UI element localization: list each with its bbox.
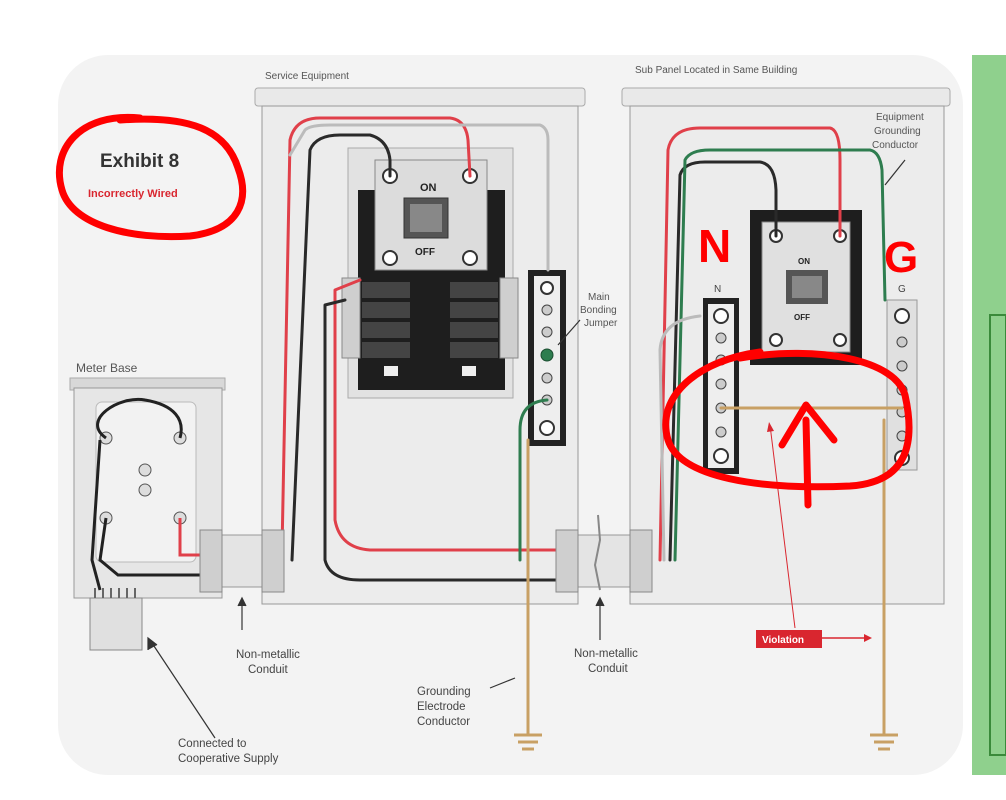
arrow-head-annotation — [778, 401, 838, 449]
conduit-right — [555, 514, 653, 593]
mbj-label-3: Jumper — [584, 318, 618, 329]
gec-label-3: Conductor — [417, 716, 470, 728]
ground-bar-label: G — [898, 284, 906, 295]
breaker-off-label-1: OFF — [415, 247, 435, 258]
annotation-g: G — [884, 233, 918, 282]
gec-label-1: Grounding — [417, 686, 471, 698]
exhibit-subtitle: Incorrectly Wired — [88, 188, 178, 200]
egc-label-2: Grounding — [874, 126, 921, 137]
conduit-label-1b: Conduit — [248, 664, 288, 676]
conduit-label-1a: Non-metallic — [236, 649, 300, 661]
breaker-on-label-1: ON — [420, 182, 437, 194]
breaker-off-label-2: OFF — [794, 313, 810, 322]
breaker-rows-right — [450, 277, 519, 359]
breaker-on-label-2: ON — [798, 257, 810, 266]
conduit-label-2a: Non-metallic — [574, 648, 638, 660]
egc-label-3: Conductor — [872, 140, 919, 151]
arrow-up-annotation — [802, 416, 812, 509]
meter-base — [69, 377, 226, 651]
gec-label-2: Electrode — [417, 701, 466, 713]
supply-label-1: Connected to — [178, 738, 246, 750]
violation-circle — [662, 348, 913, 491]
supply-label-2: Cooperative Supply — [178, 753, 279, 765]
service-equipment-panel — [254, 87, 586, 605]
violation-label: Violation — [762, 635, 804, 646]
conduit-label-2b: Conduit — [588, 663, 628, 675]
ground-rod-right — [870, 733, 898, 751]
breaker-rows-left — [341, 277, 410, 359]
sub-panel-label: Sub Panel Located in Same Building — [635, 65, 797, 76]
conduit-left — [199, 529, 285, 593]
mbj-label-2: Bonding — [580, 305, 617, 316]
exhibit-title: Exhibit 8 — [100, 151, 179, 172]
side-strip-inner — [989, 314, 1006, 756]
violation-tag: Violation — [756, 422, 872, 648]
exhibit-circle — [55, 113, 247, 241]
egc-label-1: Equipment — [876, 112, 924, 123]
ground-rod-left — [514, 733, 542, 751]
annotation-n: N — [698, 220, 731, 272]
red-annotations — [55, 113, 913, 509]
callout-arrows — [147, 159, 906, 739]
meter-base-label: Meter Base — [76, 361, 138, 375]
mbj-label-1: Main — [588, 292, 610, 303]
service-equipment-label: Service Equipment — [265, 71, 349, 82]
neutral-bar-label: N — [714, 284, 721, 295]
wiring — [280, 116, 904, 737]
